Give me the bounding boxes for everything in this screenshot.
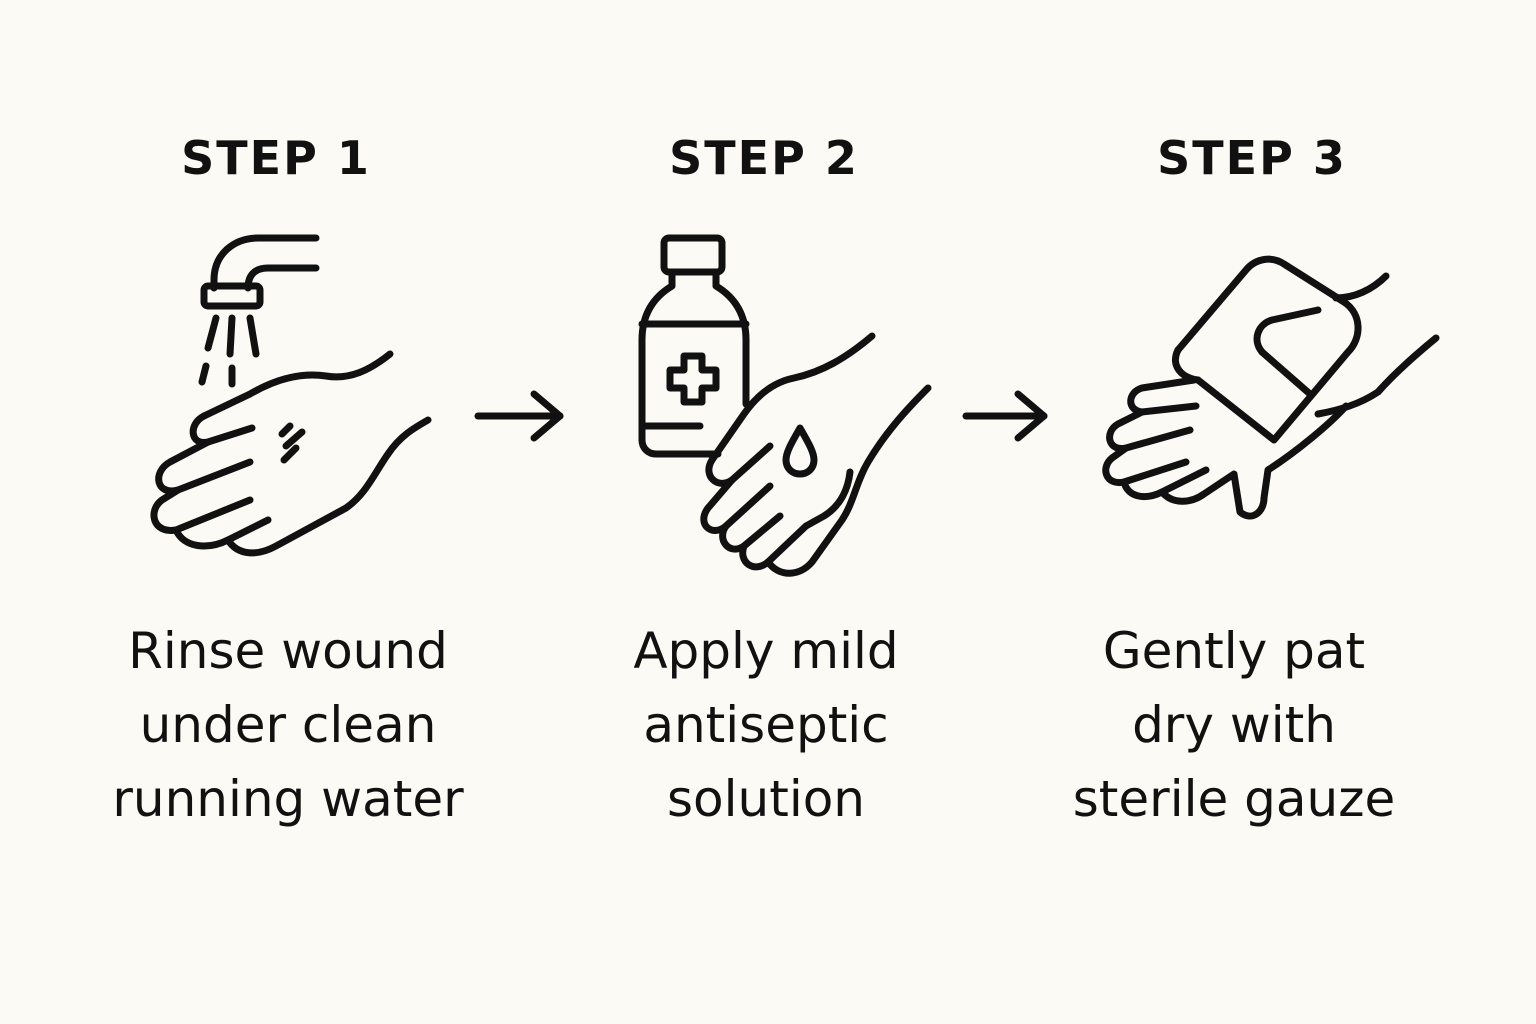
open-hand-icon bbox=[150, 350, 432, 557]
drop-icon bbox=[782, 424, 818, 478]
step-2-title: STEP 2 bbox=[669, 131, 859, 185]
hand-under-faucet-icon bbox=[150, 234, 432, 557]
wound-mark-icon bbox=[278, 422, 306, 464]
arrow-right-icon bbox=[474, 390, 564, 442]
step-2-description: Apply mild antiseptic solution bbox=[556, 614, 976, 836]
step-3-line-2: dry with bbox=[1132, 696, 1336, 754]
gauze-on-hand-icon bbox=[1102, 255, 1440, 520]
palm-hand-icon bbox=[700, 332, 932, 577]
hand-with-gauze-icon bbox=[1102, 272, 1440, 520]
bottle-icon bbox=[638, 234, 750, 458]
water-stream-icon bbox=[198, 314, 260, 388]
step-3-line-3: sterile gauze bbox=[1072, 770, 1396, 828]
faucet-icon bbox=[200, 234, 320, 310]
step-1-line-3: running water bbox=[112, 770, 464, 828]
step-1-line-1: Rinse wound bbox=[128, 622, 448, 680]
step-3-title: STEP 3 bbox=[1157, 131, 1347, 185]
step-3-description: Gently pat dry with sterile gauze bbox=[1024, 614, 1444, 836]
step-1-title: STEP 1 bbox=[181, 131, 371, 185]
step-1-description: Rinse wound under clean running water bbox=[78, 614, 498, 836]
arrow-right-icon bbox=[962, 390, 1048, 442]
step-1-line-2: under clean bbox=[139, 696, 437, 754]
step-2-line-3: solution bbox=[667, 770, 865, 828]
step-2-line-1: Apply mild bbox=[633, 622, 899, 680]
antiseptic-bottle-hand-icon bbox=[638, 234, 932, 577]
step-2-line-2: antiseptic bbox=[643, 696, 889, 754]
step-3-line-1: Gently pat bbox=[1102, 622, 1366, 680]
